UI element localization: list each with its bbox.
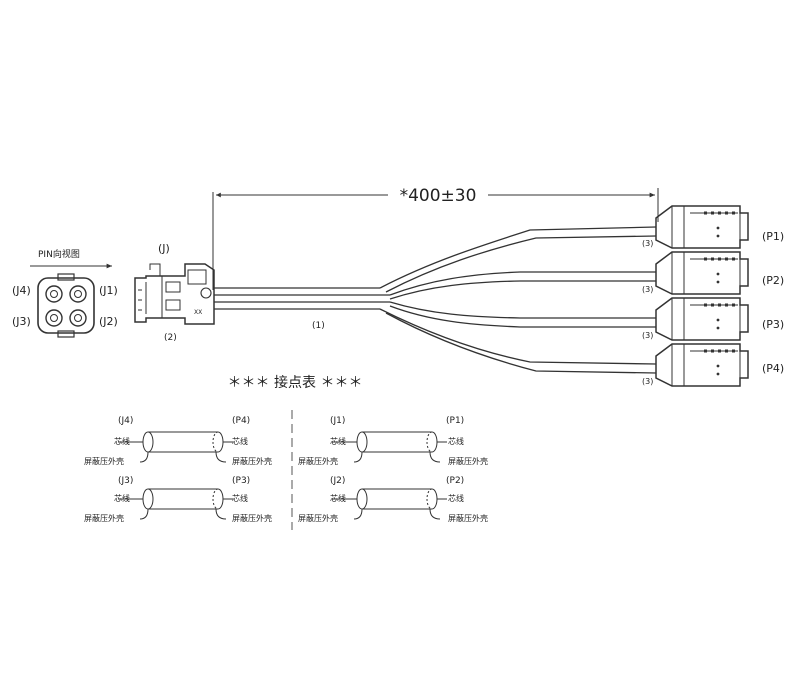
pin-j4-icon [45, 285, 63, 303]
wiring-to-label: (P2) [446, 476, 464, 486]
pin-view-label: PIN向视图 [38, 248, 80, 260]
coax-symbol [118, 431, 233, 463]
connector-j-label: (J) [158, 242, 170, 255]
wiring-core-label: 芯线 [114, 493, 130, 503]
coax-symbols [118, 431, 447, 520]
pin-j1-icon [69, 285, 87, 303]
wiring-entry-j2-p2: (J2) (P2) 芯线 芯线 屏蔽压外壳 屏蔽压外壳 [298, 476, 488, 523]
plug-labels: (P1) (P2) (P3) (P4) (3) (3) (3) (3) [642, 230, 784, 386]
dimension-text: *400±30 [400, 186, 477, 206]
wiring-shield-label-right: 屏蔽压外壳 [232, 456, 272, 466]
wiring-core-label-right: 芯线 [232, 493, 248, 503]
wiring-shield-label: 屏蔽压外壳 [84, 456, 124, 466]
wiring-from-label: (J4) [118, 416, 133, 426]
plug-p1-label: (P1) [762, 230, 784, 243]
pin-view-housing [37, 277, 95, 334]
plug-p2 [654, 250, 750, 296]
coax-symbol [332, 431, 447, 463]
cable-bundle: (1) [214, 226, 657, 374]
dimension-line: *400±30 [212, 186, 659, 290]
wiring-shield-label: 屏蔽压外壳 [298, 456, 338, 466]
wiring-core-label: 芯线 [330, 436, 346, 446]
wiring-shield-label-right: 屏蔽压外壳 [448, 456, 488, 466]
plug-p2-part: (3) [642, 285, 653, 294]
wiring-entry-j3-p3: (J3) (P3) 芯线 芯线 屏蔽压外壳 屏蔽压外壳 [84, 476, 272, 523]
plug-p3-part: (3) [642, 331, 653, 340]
coax-symbol [118, 488, 233, 520]
pin-label-j1: (J1) [99, 284, 118, 297]
plug-p1 [655, 205, 749, 249]
wiring-to-label: (P3) [232, 476, 250, 486]
cable-branch-p1 [379, 226, 657, 289]
pin-label-j2: (J2) [99, 315, 118, 328]
cable-branch-p4 [379, 308, 657, 365]
wiring-from-label: (J1) [330, 416, 345, 426]
pin-j2-icon [69, 309, 87, 327]
pin-label-j3: (J3) [12, 315, 31, 328]
plug-p2-label: (P2) [762, 274, 784, 287]
wiring-core-label: 芯线 [114, 436, 130, 446]
coax-symbol [332, 488, 447, 520]
cable-label: (1) [312, 321, 325, 331]
wiring-shield-label-right: 屏蔽压外壳 [232, 513, 272, 523]
wiring-core-label-right: 芯线 [448, 493, 464, 503]
plug-p4-part: (3) [642, 377, 653, 386]
wiring-core-label-right: 芯线 [232, 436, 248, 446]
plug-p3 [654, 296, 750, 342]
connector-j-part-label: (2) [164, 333, 177, 343]
plug-p4 [654, 342, 750, 388]
wiring-from-label: (J2) [330, 476, 345, 486]
wiring-to-label: (P4) [232, 416, 250, 426]
wiring-shield-label: 屏蔽压外壳 [84, 513, 124, 523]
pin-view: PIN向视图 (J4) (J1) (J3) (J2) [12, 248, 118, 338]
table-title: ＊＊＊ 接点表 ＊＊＊ [228, 374, 363, 391]
plug-p4-label: (P4) [762, 362, 784, 375]
pin-label-j4: (J4) [12, 284, 31, 297]
pin-j3-icon [45, 309, 63, 327]
connector-j: (J) XX (2) [134, 242, 215, 343]
plug-p1-part: (3) [642, 239, 653, 248]
cable-branch-p2 [389, 271, 656, 296]
connector-j-marking: XX [194, 309, 202, 316]
wiring-entry-j4-p4: (J4) (P4) 芯线 芯线 屏蔽压外壳 屏蔽压外壳 [84, 416, 272, 466]
wiring-core-label: 芯线 [330, 493, 346, 503]
wiring-core-label-right: 芯线 [448, 436, 464, 446]
plug-p3-label: (P3) [762, 318, 784, 331]
wiring-shield-label-right: 屏蔽压外壳 [448, 513, 488, 523]
cable-branch-p3 [389, 301, 656, 319]
wiring-from-label: (J3) [118, 476, 133, 486]
wiring-entry-j1-p1: (J1) (P1) 芯线 芯线 屏蔽压外壳 屏蔽压外壳 [298, 416, 488, 466]
wiring-shield-label: 屏蔽压外壳 [298, 513, 338, 523]
wiring-to-label: (P1) [446, 416, 464, 426]
